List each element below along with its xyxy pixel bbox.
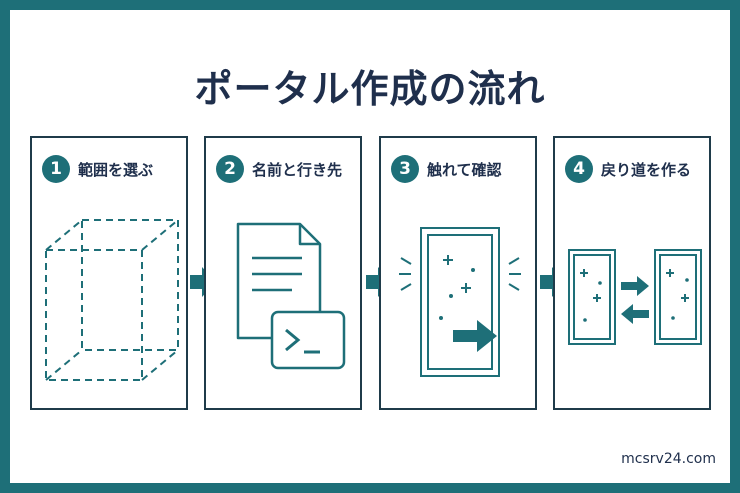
step-header-4: 4 戻り道を作る <box>565 155 691 183</box>
site-url: mcsrv24.com <box>621 451 716 467</box>
exit-arrow-icon <box>453 320 497 352</box>
swap-arrows-icon <box>621 276 649 324</box>
step-panel-4: 4 戻り道を作る <box>553 136 711 410</box>
step-label: 触れて確認 <box>427 160 502 179</box>
step-header-1: 1 範囲を選ぶ <box>42 155 153 183</box>
step-label: 範囲を選ぶ <box>78 160 154 179</box>
step-label: 戻り道を作る <box>601 160 692 179</box>
step-number-badge: 4 <box>565 155 593 183</box>
portal-pair-icon <box>568 249 702 345</box>
step-panel-2: 2 名前と行き先 <box>204 136 362 410</box>
step-number-badge: 3 <box>391 155 419 183</box>
step-arrow-icon <box>190 267 216 297</box>
step-label: 名前と行き先 <box>252 160 343 179</box>
document-icon <box>236 222 346 370</box>
terminal-icon <box>270 310 346 370</box>
step-panel-1: 1 範囲を選ぶ <box>30 136 188 410</box>
step-header-3: 3 触れて確認 <box>391 155 502 183</box>
step-number-badge: 2 <box>216 155 244 183</box>
dashed-box-icon <box>45 219 179 381</box>
step-panel-3: 3 触れて確認 <box>379 136 537 410</box>
infographic-frame: ポータル作成の流れ 1 範囲を選ぶ 2 名前と行き先 <box>10 10 730 483</box>
step-header-2: 2 名前と行き先 <box>216 155 342 183</box>
page-title: ポータル作成の流れ <box>194 67 546 111</box>
portal-frame-icon <box>399 227 521 377</box>
step-number-badge: 1 <box>42 155 70 183</box>
